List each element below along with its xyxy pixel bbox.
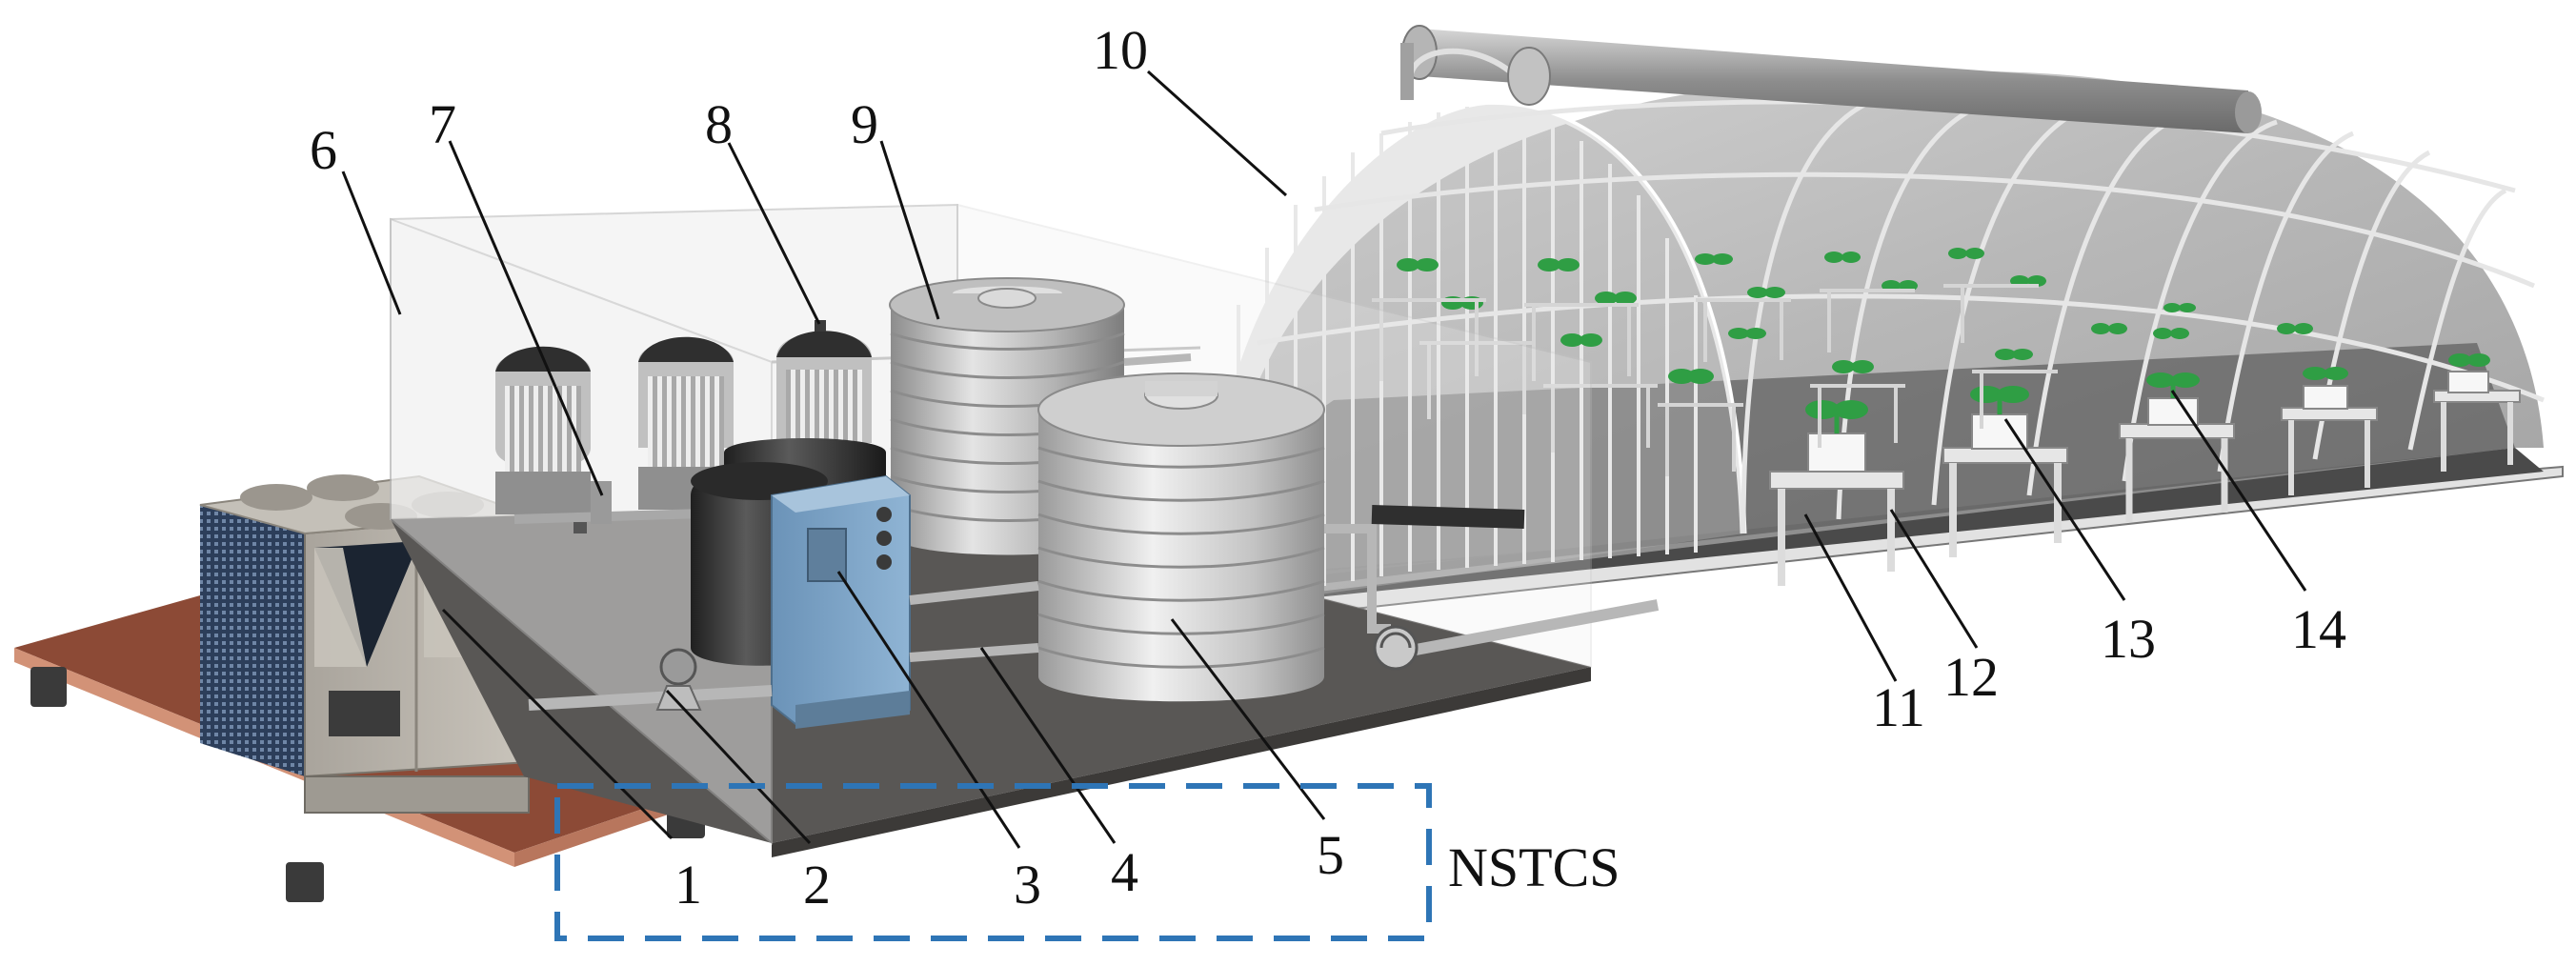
bench-front-4 [2281,367,2378,495]
callout-12: 12 [1943,646,1999,708]
callout-7: 7 [429,93,456,155]
bench-front-2 [1942,386,2068,557]
leader-7 [448,140,604,496]
fan-pump [1373,625,1419,671]
control-cabinet [771,474,911,729]
bench-front-5 [2433,353,2521,472]
callout-8: 8 [705,93,733,155]
ridge-air-duct [1400,25,2262,133]
callout-4: 4 [1111,841,1138,903]
leader-14 [2170,390,2307,592]
callout-9: 9 [851,93,878,155]
leader-1 [441,608,674,840]
greenhouse-arch-front [1207,101,1747,611]
greenhouse [960,25,2564,652]
leader-12 [1889,509,1979,649]
distant-benches [1372,284,2058,476]
leader-4 [979,647,1117,844]
callout-labels: 1 2 3 4 5 6 7 8 9 10 11 12 13 14 NSTCS [310,19,2346,916]
leader-2 [665,689,812,845]
exchanger-2 [638,336,734,510]
callout-11: 11 [1872,676,1925,738]
nstcs-label: NSTCS [1448,836,1620,898]
bench-front-3 [2119,372,2235,522]
callout-2: 2 [803,854,831,916]
callout-3: 3 [1014,854,1041,916]
leader-6 [341,171,402,315]
leader-8 [727,142,821,325]
leader-5 [1170,618,1326,820]
callout-10: 10 [1093,19,1148,81]
bench-front-1 [1769,400,1904,586]
exchanger-1 [495,346,591,514]
leader-3 [836,571,1021,849]
leader-lines [341,70,2307,849]
callout-6: 6 [310,119,337,181]
water-tank-5 [1037,372,1325,702]
growing-benches [1372,248,2521,586]
callout-1: 1 [674,854,702,916]
callout-13: 13 [2101,608,2156,670]
leader-9 [879,140,940,320]
nstcs-dashed-box [554,783,1432,941]
leader-11 [1803,513,1898,682]
leader-10 [1146,70,1288,197]
callout-14: 14 [2291,598,2346,660]
piping [528,353,1660,711]
leader-13 [2003,418,2126,601]
callout-5: 5 [1317,824,1344,886]
